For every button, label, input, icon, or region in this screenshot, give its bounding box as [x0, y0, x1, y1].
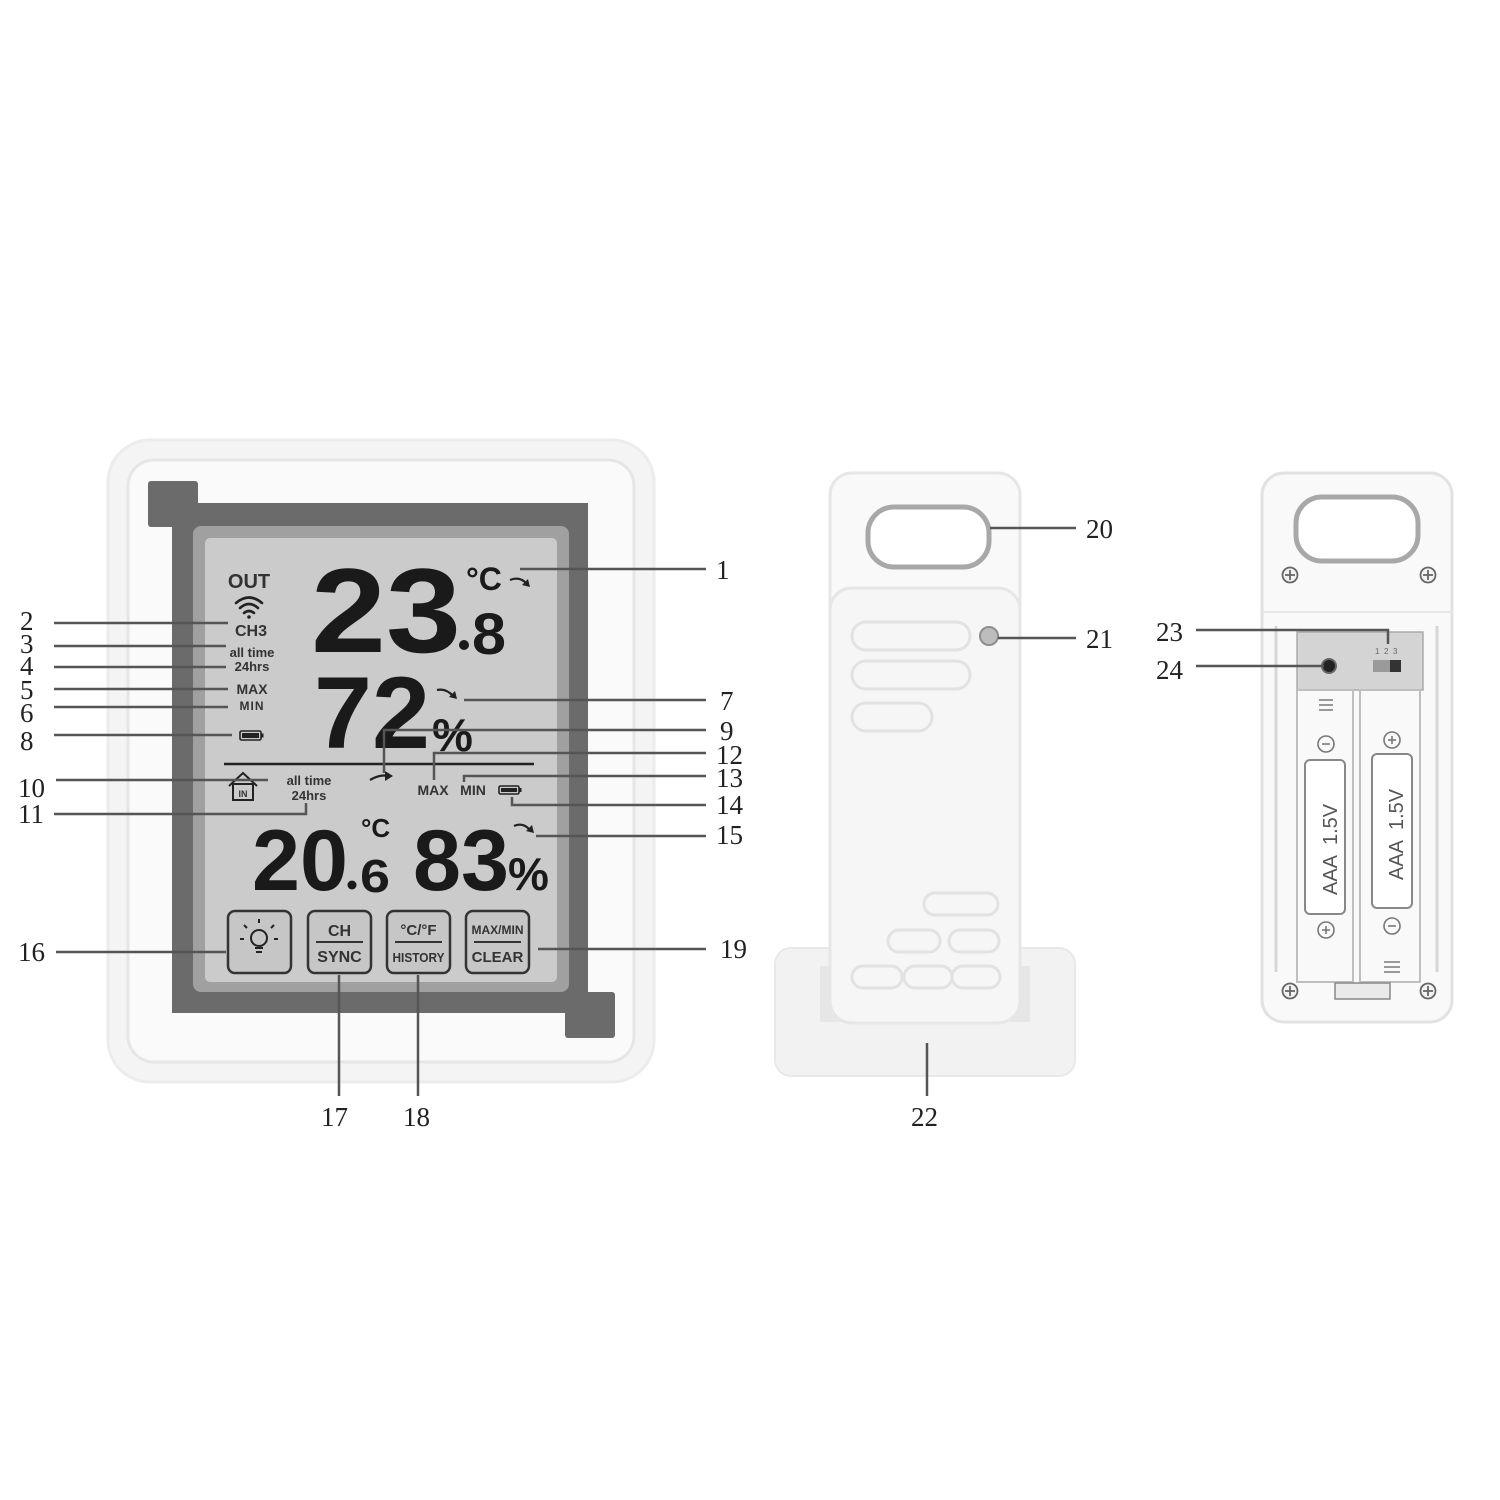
svg-text:1: 1: [1375, 647, 1380, 656]
channel-indicator: CH3: [235, 623, 267, 640]
maxmin-clear-button-top-label: MAX/MIN: [472, 923, 524, 937]
lower-max-indicator: MAX: [417, 782, 449, 798]
light-bulb-icon: [240, 919, 278, 953]
indoor-temp-unit: °C: [361, 813, 390, 843]
ch-sync-button[interactable]: CH SYNC: [306, 909, 373, 975]
callout-24: 24: [1156, 655, 1184, 685]
indoor-humidity-unit: %: [508, 848, 549, 900]
callout-1: 1: [716, 555, 730, 585]
sensor-battery-cover: [828, 586, 1022, 1025]
callout-16: 16: [18, 937, 45, 967]
lower-24hrs-label: 24hrs: [292, 788, 327, 803]
svg-text:2: 2: [1384, 647, 1389, 656]
callout-13: 13: [716, 763, 743, 793]
svg-text:1.5V: 1.5V: [1386, 788, 1408, 830]
backlight-button[interactable]: [226, 909, 293, 975]
decimal-point: [459, 640, 469, 650]
unit-history-button-bottom-label: HISTORY: [393, 950, 445, 965]
max-indicator: MAX: [236, 681, 268, 697]
indoor-humidity: 83: [413, 813, 509, 909]
screw-icons: [1281, 566, 1437, 1000]
outdoor-temp-integer: 23: [311, 544, 461, 678]
led-indicator: [979, 626, 999, 646]
svg-text:AAA: AAA: [1320, 854, 1342, 895]
callout-numbers: 1 2 3 4 5 6 7 8 9 10 11 12 13 14 15 16 1…: [18, 514, 1184, 1132]
callout-15: 15: [716, 820, 743, 850]
callout-9: 9: [720, 716, 734, 746]
callout-19: 19: [720, 934, 747, 964]
sensor-battery-icon: [239, 730, 264, 741]
sensor-back-with-stand: [774, 471, 1076, 1077]
indoor-label: IN: [239, 789, 248, 799]
callout-3: 3: [20, 629, 34, 659]
indoor-temp-decimal: 6: [360, 850, 390, 902]
unit-history-button[interactable]: °C/°F HISTORY: [385, 909, 452, 975]
battery-right: AAA 1.5V: [1371, 731, 1413, 973]
unit-history-button-top-label: °C/°F: [400, 922, 436, 939]
callout-6: 6: [20, 698, 34, 728]
channel-switch[interactable]: 1 2 3: [1373, 647, 1401, 672]
callout-14: 14: [716, 790, 744, 820]
reset-button[interactable]: [1321, 658, 1337, 674]
svg-text:3: 3: [1393, 647, 1398, 656]
callout-7: 7: [720, 686, 734, 716]
upper-24hrs-label: 24hrs: [235, 659, 270, 674]
battery-left: AAA 1.5V: [1304, 699, 1346, 939]
lcd-screen: [205, 538, 557, 982]
callout-11: 11: [18, 799, 44, 829]
maxmin-clear-button-bottom-label: CLEAR: [472, 949, 524, 966]
indoor-decimal-point: [347, 880, 357, 890]
min-indicator: MIN: [240, 699, 265, 713]
out-label: OUT: [228, 571, 270, 593]
lower-min-indicator: MIN: [460, 782, 486, 798]
display-unit-front: OUT CH3 all time 24hrs MAX MIN 23 8 °C 7…: [106, 438, 656, 1084]
hanging-hole-2: [1293, 494, 1421, 564]
outdoor-humidity: 72: [314, 656, 430, 770]
ch-sync-button-bottom-label: SYNC: [317, 949, 362, 966]
callout-10: 10: [18, 773, 45, 803]
callout-4: 4: [20, 651, 34, 681]
upper-all-time-label: all time: [230, 645, 275, 660]
sensor-battery-compartment: 1 2 3 AAA 1.5V AAA 1.5V: [1260, 471, 1454, 1024]
callout-22: 22: [911, 1102, 938, 1132]
leader-lines: [54, 526, 1390, 1096]
callout-8: 8: [20, 726, 34, 756]
outdoor-temp-unit: °C: [466, 561, 502, 597]
callout-12: 12: [716, 740, 743, 770]
lower-all-time-label: all time: [287, 773, 332, 788]
home-in-icon: [228, 771, 258, 801]
svg-text:AAA: AAA: [1386, 839, 1408, 880]
hanging-hole: [865, 504, 992, 570]
maxmin-clear-button[interactable]: MAX/MIN CLEAR: [464, 909, 531, 975]
signal-icon: [234, 596, 264, 619]
callout-17: 17: [321, 1102, 348, 1132]
callout-20: 20: [1086, 514, 1113, 544]
callout-18: 18: [403, 1102, 430, 1132]
callout-21: 21: [1086, 624, 1113, 654]
callout-2: 2: [20, 606, 34, 636]
callout-5: 5: [20, 675, 34, 705]
callout-23: 23: [1156, 617, 1183, 647]
outdoor-temp-decimal: 8: [472, 602, 506, 667]
ch-sync-button-top-label: CH: [328, 923, 351, 940]
svg-text:1.5V: 1.5V: [1320, 803, 1342, 845]
unit-battery-icon: [498, 785, 522, 795]
indoor-temp-integer: 20: [252, 813, 348, 909]
control-board: [1296, 631, 1424, 691]
